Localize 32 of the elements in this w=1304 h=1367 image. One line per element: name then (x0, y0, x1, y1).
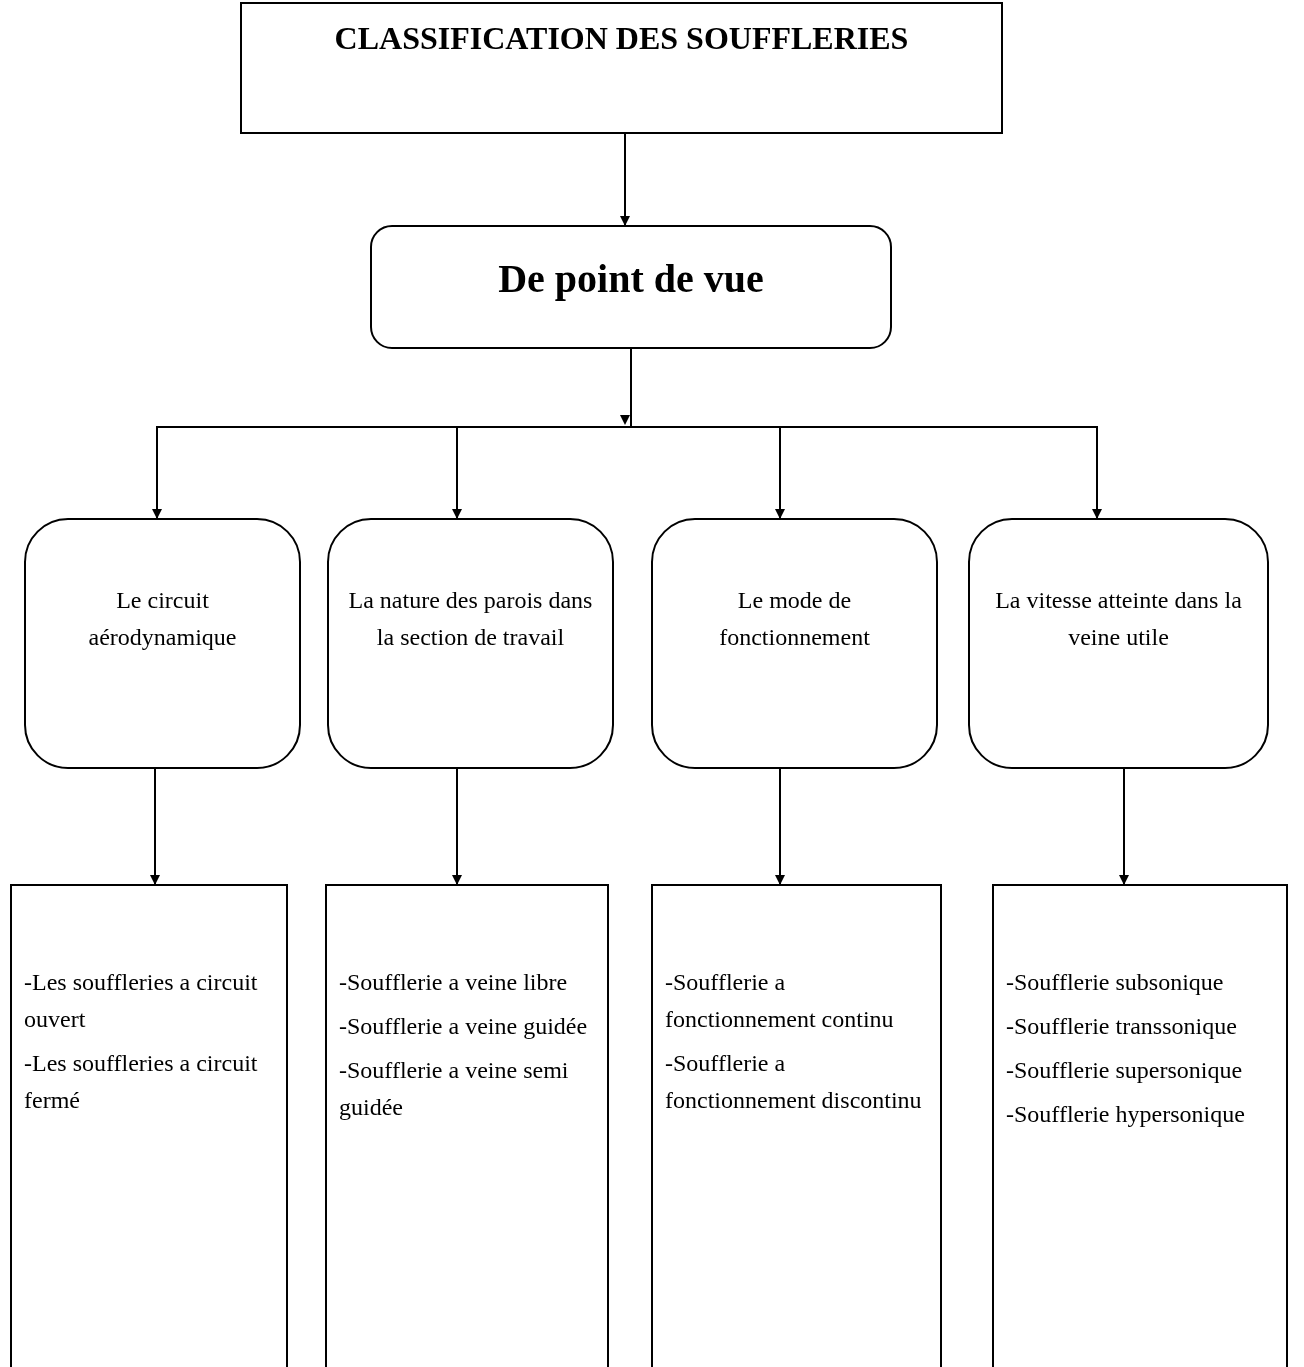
list-item: -Soufflerie subsonique (1006, 968, 1225, 997)
category-box (968, 518, 1269, 769)
arrow (620, 133, 630, 226)
list-item: -Soufflerie supersonique (1006, 1056, 1244, 1085)
list-item: -Soufflerie a fonctionnement discontinu (665, 1049, 923, 1115)
arrow (1119, 768, 1129, 885)
node-label: Le mode de fonctionnement (718, 585, 871, 652)
list-item: -Les souffleries a circuit ouvert (24, 968, 259, 1034)
list-item: -Soufflerie a veine semi guidée (339, 1056, 570, 1122)
category-box (327, 518, 614, 769)
title-box (240, 2, 1003, 134)
list-item: -Soufflerie a veine libre (339, 968, 569, 997)
arrow (775, 768, 785, 885)
category-box (651, 518, 938, 769)
arrow (452, 768, 462, 885)
node-label: La nature des parois dans la section de travail (347, 585, 594, 652)
list-box (10, 884, 288, 1367)
node-label: Le circuit aérodynamique (87, 585, 238, 652)
list-item: -Soufflerie a veine guidée (339, 1012, 589, 1041)
list-item: -Les souffleries a circuit fermé (24, 1049, 259, 1115)
category-box (24, 518, 301, 769)
list-item: -Soufflerie hypersonique (1006, 1100, 1246, 1129)
list-box (325, 884, 609, 1367)
list-box (651, 884, 942, 1367)
node-label: CLASSIFICATION DES SOUFFLERIES (334, 19, 909, 58)
node-label: La vitesse atteinte dans la veine utile (994, 585, 1243, 652)
list-item: -Soufflerie transsonique (1006, 1012, 1238, 1041)
node-label: De point de vue (498, 259, 764, 303)
heading-box (370, 225, 892, 349)
list-box (992, 884, 1288, 1367)
list-item: -Soufflerie a fonctionnement continu (665, 968, 895, 1034)
arrow (150, 768, 160, 885)
